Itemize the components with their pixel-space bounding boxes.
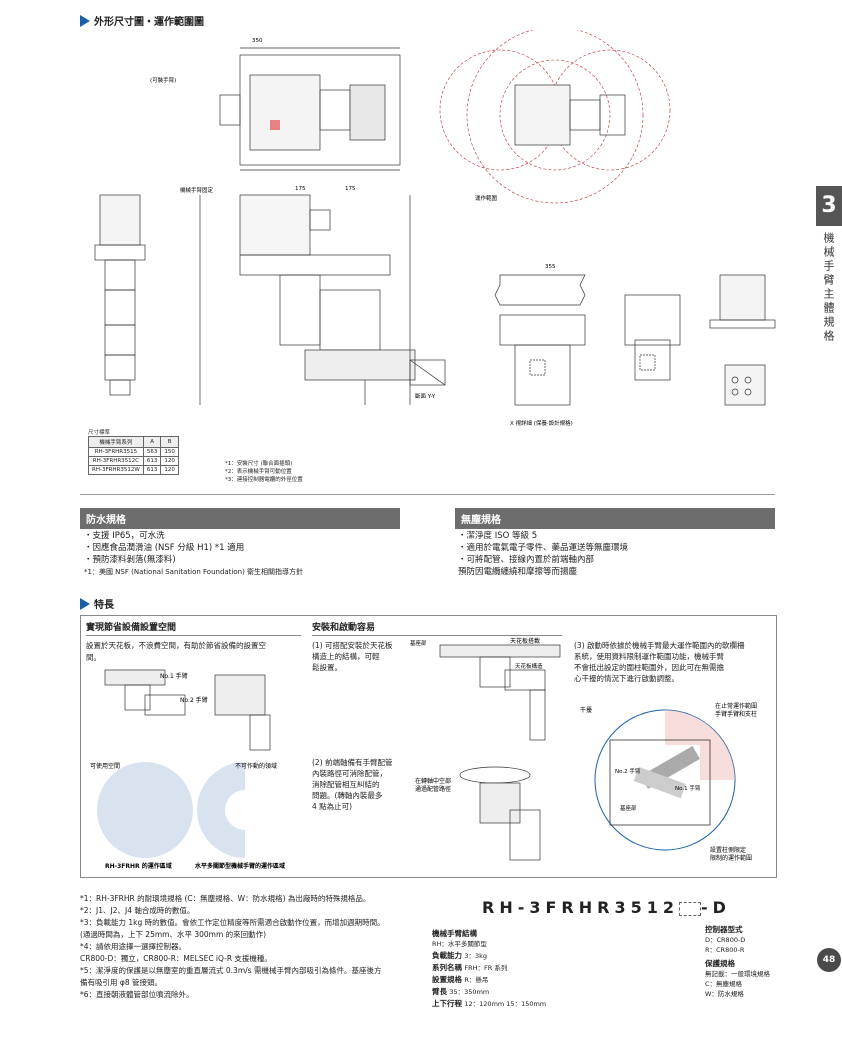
size-table-header: A [142, 436, 162, 448]
label-usable-space: 可使用空間 [90, 762, 120, 770]
label-limited-range: 限制的運作範圍 [710, 854, 752, 862]
table-row: RH-3FRHR3512W 613 120 [88, 465, 179, 475]
waterproof-body: ・支援 IP65，可水洗 ・因應食品潤滑油 (NSF 分級 H1) *1 適用 … [84, 531, 304, 576]
feature-1-diagram: 可使用空間 不可作動的領域 No.1 手臂 No.2 手臂 RH-3FRHR 的… [90, 669, 285, 870]
label-range: 運作範圍 [475, 194, 498, 202]
size-table: 機械手臂系列 A B RH-3FRHR3515 563 150 RH-3FRHR… [88, 436, 179, 475]
label-section: 斷面 Y-Y [415, 392, 436, 400]
label-base: 基座部 [410, 639, 427, 647]
divider [80, 494, 775, 495]
feature-box-2: 安裝和啟動容易 [312, 620, 562, 636]
label-no2-arm: No.2 手臂 [615, 767, 641, 775]
size-table-caption: 尺寸標準 [88, 430, 111, 436]
feature-3-text: (3) 啟動時依據於機械手臂最大運作範圍內的軟欄柵 系統，使用資料限制運作範圍功… [574, 641, 745, 683]
table-row: RH-3FRHR3515 563 150 [88, 447, 179, 457]
top-view [219, 47, 401, 171]
page-number: 48 [817, 948, 841, 972]
dim-175a: 175 [295, 186, 306, 192]
label-arm1: No.1 手臂 [160, 672, 188, 680]
feature-2-item1: (1) 可搭配安裝於天花板 構造上的結構，可輕 鬆設置。 [312, 641, 393, 672]
feature-2-diagram: 基座部 天花板搭載 天花板構造 在轉軸中空部 通過配管路徑 [410, 637, 561, 861]
model-legend-left: 機械手臂結構 RH：水平多關節型 負載能力 3：3kg 系列名稱 FRH：FR … [432, 929, 547, 1008]
feature-box-1: 實現節省設備設置空間 設置於天花板，不浪費空間，有助於節省設備的設置空 間。 [86, 620, 301, 664]
label-pillar-limit: 設置柱側限定 [710, 846, 746, 854]
triangle-marker-icon [80, 597, 90, 610]
chapter-number: 3 [816, 186, 842, 226]
size-table-notes: *1：安裝尺寸 (聯合面插頭) *2：表示機械手臂可動位置 *3：連接控制器電纜… [225, 461, 303, 483]
side-view [94, 194, 146, 396]
connector-views [709, 274, 776, 406]
label-tool: (可裝手臂) [150, 76, 176, 84]
label-normal-range: 在止常運作範圍 [715, 702, 757, 710]
label-no-move-area: 不可作動的領域 [235, 762, 277, 770]
feature-1-title: 實現節省設備設置空間 [86, 620, 301, 636]
label-no1-arm: No.1 手臂 [675, 784, 701, 792]
model-code: RH-3FRHR3512-D [482, 898, 731, 917]
section-yy [409, 359, 446, 386]
size-table-header: 機械手臂系列 [88, 436, 144, 448]
model-legend-right: 控制器型式 D：CR800-D R：CR800-R 保護規格 無記載：一般環境規… [705, 925, 770, 998]
front-view [199, 194, 416, 405]
model-placeholder [678, 901, 701, 916]
feature-3-diagram: 干擾 在止常運作範圍 手臂手臂和支柱 No.2 手臂 No.1 手臂 基座部 設… [580, 702, 757, 862]
label-x-detail: X 視詳細 (保養·設計規格) [510, 419, 573, 427]
label-arm-pillar: 手臂手臂和支柱 [715, 710, 757, 718]
section-title-features: 特長 [80, 596, 114, 611]
feature-2-title: 安裝和啟動容易 [312, 620, 562, 636]
waterproof-title: 防水規格 [80, 508, 400, 529]
bellows-view [494, 274, 681, 406]
cleanroom-title: 無塵規格 [455, 508, 775, 529]
footnotes: *1：RH-3FRHR 的耐環境規格 (C：無塵規格、W：防水規格) 為出廠時的… [80, 894, 385, 999]
chapter-label: 機械手臂主體規格 [822, 232, 835, 344]
label-interference: 干擾 [580, 706, 592, 714]
section-title-drawing: 外形尺寸圖・運作範圍圖 [80, 13, 204, 28]
feature-2-item2: (2) 前端軸備有手臂配管 內裝路徑可消除配管， 消除配管相互糾結的 問題。(轉… [312, 758, 393, 811]
dim-175b: 175 [345, 186, 356, 192]
dimension-drawing: 350 175 175 355 (可裝手臂) 運作範圍 機械手臂固定 X 視詳細… [94, 30, 776, 427]
size-table-block: 尺寸標準 機械手臂系列 A B RH-3FRHR3515 563 150 RH-… [88, 428, 179, 475]
label-arm2: No.2 手臂 [180, 696, 208, 704]
label-routing: 通過配管路徑 [415, 785, 451, 793]
features-frame [80, 615, 777, 878]
dim-top: 350 [252, 38, 263, 44]
label-hand: 機械手臂固定 [180, 186, 214, 194]
caption-rh: RH-3FRHR 的運作區域 [105, 862, 172, 870]
label-ceiling-struct: 天花板構造 [515, 662, 543, 670]
label-hollow: 在轉軸中空部 [415, 777, 451, 785]
dim-355: 355 [545, 264, 556, 270]
label-base-part: 基座部 [620, 804, 637, 812]
size-table-header: B [160, 436, 179, 448]
cleanroom-body: ・潔淨度 ISO 等級 5 ・適用於電氣電子零件、藥品運送等無塵環境 ・可將配管… [458, 531, 629, 577]
triangle-marker-icon [80, 14, 90, 27]
table-row: RH-3FRHR3512C 613 120 [88, 456, 179, 466]
label-ceiling-mount: 天花板搭載 [510, 637, 540, 645]
caption-scara: 水平多關節型機械手臂的運作區域 [195, 862, 285, 870]
